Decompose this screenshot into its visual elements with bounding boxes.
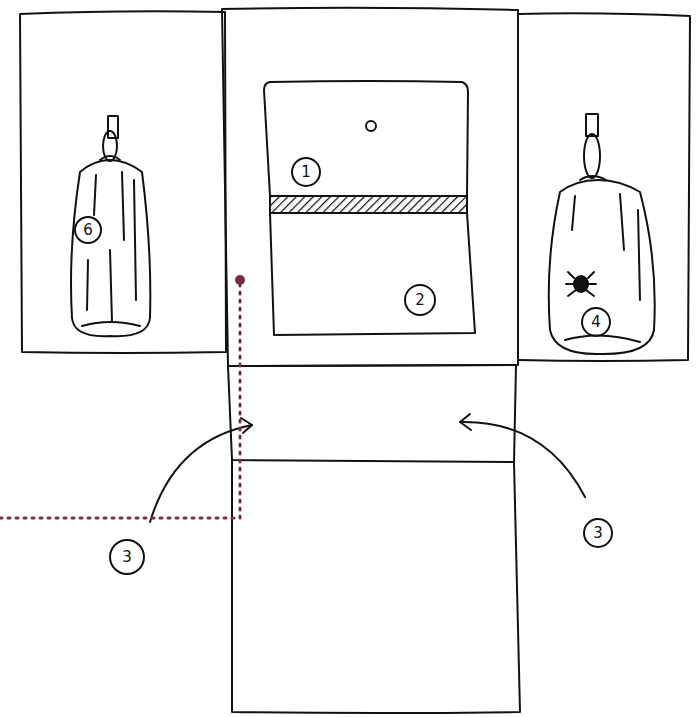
callout-circle xyxy=(292,158,320,186)
callout-circle xyxy=(75,217,101,243)
callout-number: 4 xyxy=(582,311,610,333)
arrow-head xyxy=(460,414,471,430)
stuff-sack xyxy=(71,160,150,336)
carabiner xyxy=(584,134,600,178)
panel-group xyxy=(20,8,690,713)
pocket-flap xyxy=(264,81,468,196)
hanger-clip xyxy=(586,114,598,136)
callout-number: 6 xyxy=(74,219,102,241)
right-panel xyxy=(518,13,690,361)
stuff-sack xyxy=(549,180,655,354)
callout-number: 1 xyxy=(292,161,320,183)
callout-circle xyxy=(110,540,144,574)
callout-number: 3 xyxy=(584,522,612,544)
snap-button xyxy=(366,121,376,131)
leader-arrow xyxy=(460,422,585,497)
pocket-body xyxy=(270,213,475,335)
callout-circle xyxy=(405,285,435,315)
sack-folds xyxy=(82,172,140,326)
dotted-pointer xyxy=(0,281,240,518)
sack-folds xyxy=(565,194,640,342)
callout-number: 2 xyxy=(406,289,434,311)
bug-body xyxy=(573,275,589,293)
arrow-head xyxy=(241,418,252,433)
bug-legs xyxy=(566,272,596,296)
bottom-panel xyxy=(232,460,520,713)
hanger-clip xyxy=(108,116,118,138)
pointer-dot xyxy=(235,275,245,285)
callout-circle xyxy=(582,308,610,336)
leader-arrow xyxy=(150,425,252,522)
center-top-panel xyxy=(222,8,518,366)
callout-circle xyxy=(584,519,612,547)
left-panel xyxy=(20,11,226,353)
callout-number: 3 xyxy=(113,546,141,568)
zipper xyxy=(270,196,467,213)
center-band xyxy=(228,365,516,462)
